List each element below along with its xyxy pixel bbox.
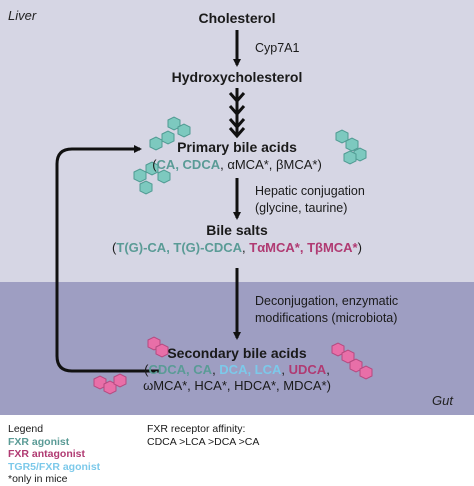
- fxr-antagonist-molecule-icon: [93, 336, 169, 395]
- bile-salts-title: Bile salts: [206, 222, 268, 238]
- enterohepatic-return-arrow: [55, 145, 160, 373]
- legend-mice-note: *only in mice: [8, 473, 68, 485]
- legend-title: Legend: [8, 423, 44, 435]
- liver-label: Liver: [8, 8, 37, 23]
- tgr5-agonist-names: DCA, LCA: [219, 362, 282, 377]
- bile-salts-list: (T(G)-CA, T(G)-CDCA, TαMCA*, TβMCA*): [60, 240, 414, 255]
- separator: ,: [242, 240, 250, 255]
- paren: (: [112, 240, 117, 255]
- separator: ,: [281, 362, 289, 377]
- fxr-antagonist-names: TαMCA*, TβMCA*: [249, 240, 358, 255]
- step-line: Deconjugation, enzymatic: [255, 294, 399, 308]
- separator: ,: [212, 362, 220, 377]
- paren: ): [357, 240, 362, 255]
- hydroxycholesterol-node: Hydroxycholesterol: [171, 69, 303, 85]
- fxr-agonist-names: CDCA, CA: [148, 362, 213, 377]
- affinity-note: FXR receptor affinity: CDCA >LCA >DCA >C…: [147, 423, 259, 448]
- fxr-agonist-molecule-icon: [133, 116, 191, 195]
- legend: Legend FXR agonist FXR antagonist TGR5/F…: [8, 423, 100, 486]
- primary-bile-acids-list: (CA, CDCA, αMCA*, βMCA*): [117, 157, 357, 172]
- gut-label: Gut: [432, 393, 453, 408]
- legend-tgr5-agonist: TGR5/FXR agonist: [8, 460, 101, 473]
- secondary-bile-acids-list-2: ωMCA*, HCA*, HDCA*, MDCA*): [143, 378, 331, 393]
- hepatic-conjugation-label: Hepatic conjugation (glycine, taurine): [255, 183, 365, 217]
- legend-fxr-antagonist: FXR antagonist: [8, 448, 86, 460]
- fxr-agonist-names: T(G)-CA, T(G)-CDCA: [116, 240, 243, 255]
- legend-fxr-agonist: FXR agonist: [8, 435, 70, 448]
- deconjugation-label: Deconjugation, enzymatic modifications (…: [255, 293, 398, 327]
- fxr-agonist-molecule-icon: [335, 129, 367, 165]
- paren: (: [144, 362, 149, 377]
- secondary-bile-acids-list-1: (CDCA, CA, DCA, LCA, UDCA,: [100, 362, 374, 377]
- other-primary-names: , αMCA*, βMCA*): [220, 157, 322, 172]
- fxr-agonist-names: CA, CDCA: [156, 157, 221, 172]
- paren: (: [152, 157, 157, 172]
- cyp7a1-label: Cyp7A1: [255, 41, 300, 55]
- affinity-order: CDCA >LCA >DCA >CA: [147, 435, 260, 448]
- separator: ,: [326, 362, 330, 377]
- arrow-hydroxy-primary: [228, 88, 246, 139]
- cholesterol-node: Cholesterol: [198, 10, 276, 26]
- primary-bile-acids-title: Primary bile acids: [177, 139, 297, 155]
- fxr-antagonist-names: UDCA: [288, 362, 327, 377]
- step-line: Hepatic conjugation: [255, 184, 365, 198]
- secondary-bile-acids-title: Secondary bile acids: [167, 345, 307, 361]
- affinity-title: FXR receptor affinity:: [147, 423, 246, 435]
- fxr-antagonist-molecule-icon: [331, 342, 373, 380]
- step-line: (glycine, taurine): [255, 201, 348, 215]
- step-line: modifications (microbiota): [255, 311, 398, 325]
